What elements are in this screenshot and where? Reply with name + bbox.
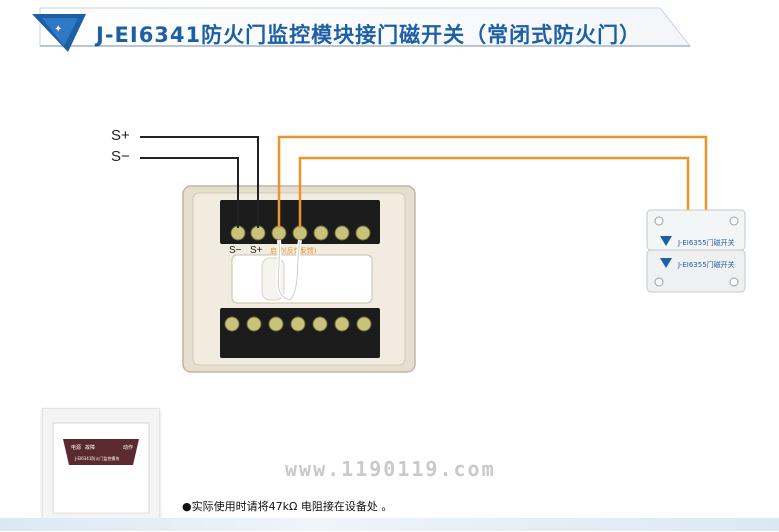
wire-label-s-minus: S− [111, 148, 130, 165]
terminal-label-s-plus: S+ [250, 245, 263, 256]
switch-label-top: J-EI6355门磁开关 [677, 238, 735, 247]
wire-s-minus [140, 157, 239, 228]
wire-label-s-plus: S+ [111, 127, 130, 144]
tag-label-1: 启动(反馈) [270, 246, 304, 255]
terminal-label-s-minus: S− [229, 245, 242, 256]
page-title: J-EI6341防火门监控模块接门磁开关（常闭式防火门） [96, 23, 642, 47]
thumb-panel-text-3: 动作 [123, 444, 133, 451]
door-magnetic-switch [646, 209, 746, 293]
thumb-panel-text-1: 电源 [71, 444, 81, 451]
lower-terminal-row [224, 316, 372, 332]
thumb-panel-text-2: 故障 [85, 444, 95, 451]
brand-logo-icon: ✦ [28, 8, 90, 54]
installation-note: ●实际使用时请将47kΩ 电阻接在设备处 。 [182, 500, 393, 513]
upper-terminal-row [230, 225, 371, 241]
switch-label-bottom: J-EI6355门磁开关 [677, 260, 735, 269]
tag-label-2: (反馈) [297, 246, 317, 255]
title-bar [0, 0, 779, 62]
wire-s-plus [140, 136, 259, 228]
svg-text:✦: ✦ [54, 24, 62, 35]
watermark-text: www.1190119.com [285, 457, 496, 481]
signal-wire-outer [277, 135, 708, 228]
signal-wire-inner [298, 156, 690, 228]
title-banner-graphic [39, 7, 692, 47]
product-thumbnail: 电源 故障 动作 J-EI6341防火门监控模块 [42, 408, 160, 528]
thumb-panel-caption: J-EI6341防火门监控模块 [74, 455, 119, 461]
bottom-band [0, 518, 779, 531]
